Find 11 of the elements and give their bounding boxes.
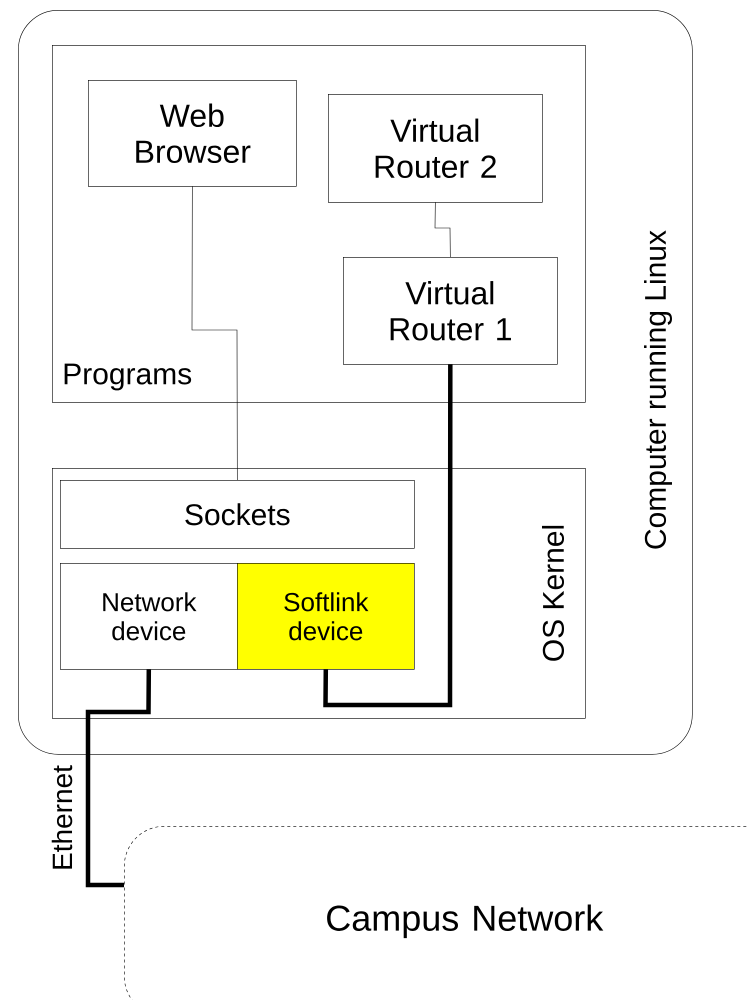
sockets-box: Sockets <box>60 480 415 549</box>
connector-line <box>323 364 453 708</box>
router-box: Virtual Router 1 <box>343 257 558 365</box>
device-box: Softlink device <box>237 563 415 670</box>
router-box: Virtual Router 2 <box>328 94 543 203</box>
edge-label: Ethernet <box>52 765 72 869</box>
connector-line <box>192 186 238 480</box>
connector-line <box>86 670 152 888</box>
network-cloud-box: Campus Network <box>124 826 747 1000</box>
connector-line <box>434 202 451 258</box>
browser-box: Web Browser <box>88 80 297 187</box>
